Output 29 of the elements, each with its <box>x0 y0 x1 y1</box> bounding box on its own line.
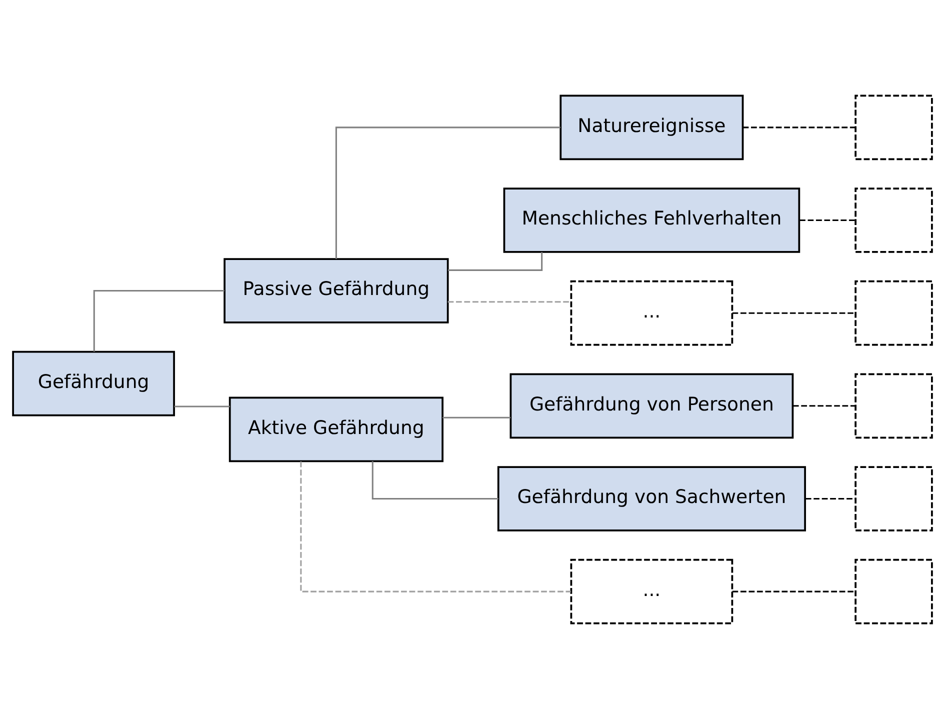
connector <box>799 219 856 221</box>
node-box <box>854 94 933 160</box>
node-box <box>854 187 933 252</box>
node-box <box>854 280 933 346</box>
node-box <box>854 466 933 531</box>
node-box: Gefährdung von Sachwerten <box>497 466 806 531</box>
node-box <box>854 558 933 624</box>
connector <box>732 312 856 314</box>
connector <box>448 252 543 270</box>
node-box: ... <box>570 280 734 346</box>
node-box: Naturereignisse <box>560 94 744 160</box>
connector <box>335 126 560 258</box>
node-box: Aktive Gefährdung <box>228 396 444 462</box>
connector <box>792 404 856 406</box>
node-box: ... <box>570 558 734 624</box>
node-box: Passive Gefährdung <box>224 258 449 323</box>
connector <box>742 126 856 128</box>
connector <box>805 497 856 499</box>
node-box: Menschliches Fehlverhalten <box>503 187 800 252</box>
connector <box>372 460 498 499</box>
connector <box>93 290 224 352</box>
connector <box>174 405 230 407</box>
connector <box>732 590 856 592</box>
connector <box>442 416 511 418</box>
node-box <box>854 372 933 438</box>
node-box: Gefährdung von Personen <box>510 372 794 438</box>
node-box: Gefährdung <box>12 350 175 416</box>
connector <box>448 300 571 302</box>
connector <box>300 460 571 592</box>
